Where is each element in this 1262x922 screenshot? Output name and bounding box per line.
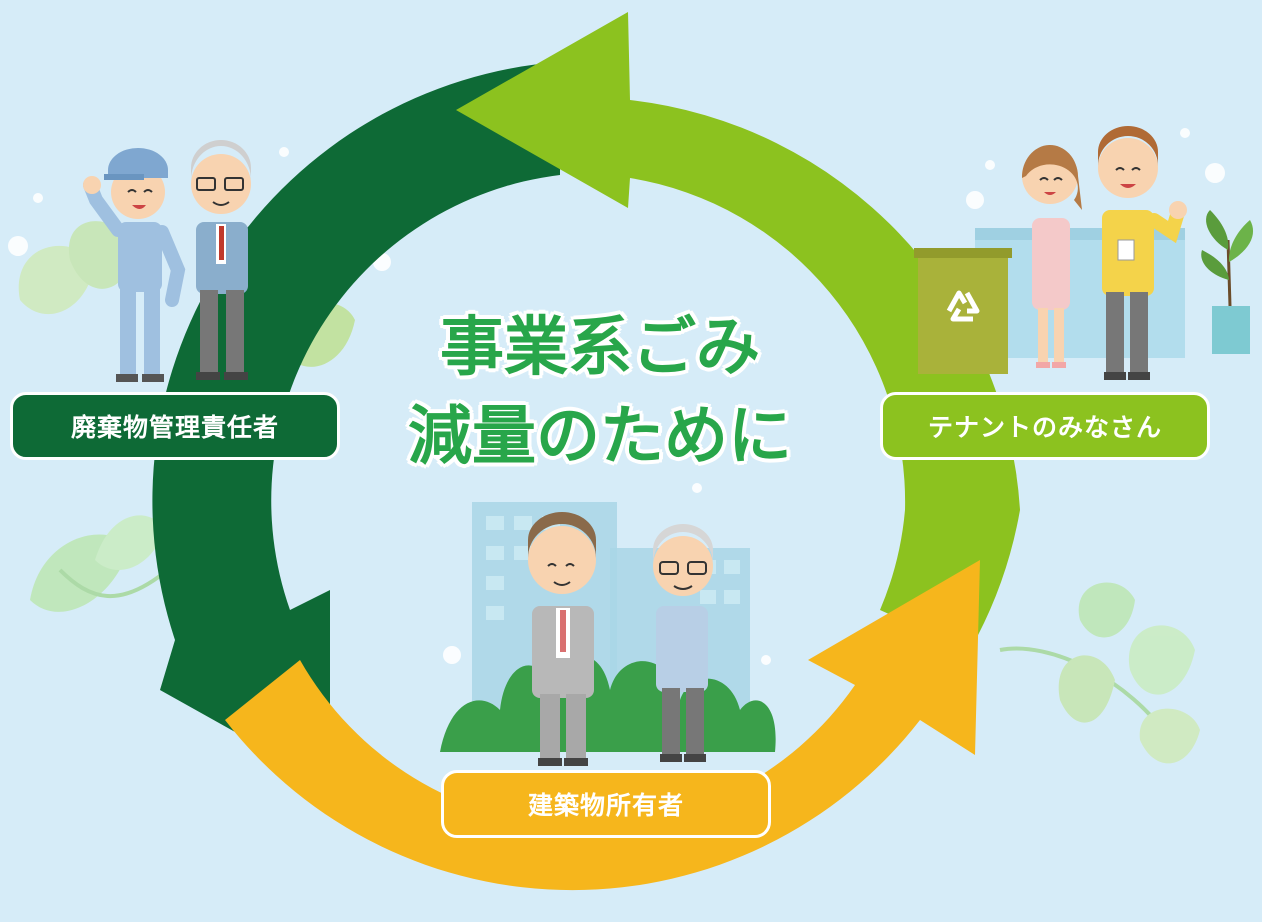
background-sparkles — [8, 128, 1225, 665]
arrow-dark-green — [152, 62, 561, 785]
senior-manager-person-icon — [191, 140, 251, 380]
owner-area — [440, 502, 776, 766]
owner-elderly-person-icon — [653, 524, 713, 762]
worker-person-icon — [83, 148, 186, 382]
tenant-man-person-icon — [1098, 126, 1187, 380]
tenant-woman-person-icon — [1021, 145, 1082, 368]
potted-plant-icon — [1201, 210, 1254, 354]
recycle-icon — [946, 290, 980, 322]
diagram-title-line-2: 減量のために — [407, 399, 794, 476]
label-tenants: テナントのみなさん — [880, 392, 1210, 460]
manager-characters — [83, 140, 251, 382]
cycle-arrows — [152, 12, 1020, 891]
arrow-yellow — [225, 560, 980, 891]
tenant-area — [914, 126, 1254, 380]
arrow-light-green — [456, 12, 1020, 650]
label-waste-manager: 廃棄物管理責任者 — [10, 392, 340, 460]
recycle-bin-icon — [914, 248, 1012, 374]
leaves-right-icon — [999, 582, 1200, 764]
label-building-owner: 建築物所有者 — [441, 770, 771, 838]
owner-suit-person-icon — [528, 512, 596, 766]
diagram-title-line-1: 事業系ごみ — [439, 310, 762, 387]
